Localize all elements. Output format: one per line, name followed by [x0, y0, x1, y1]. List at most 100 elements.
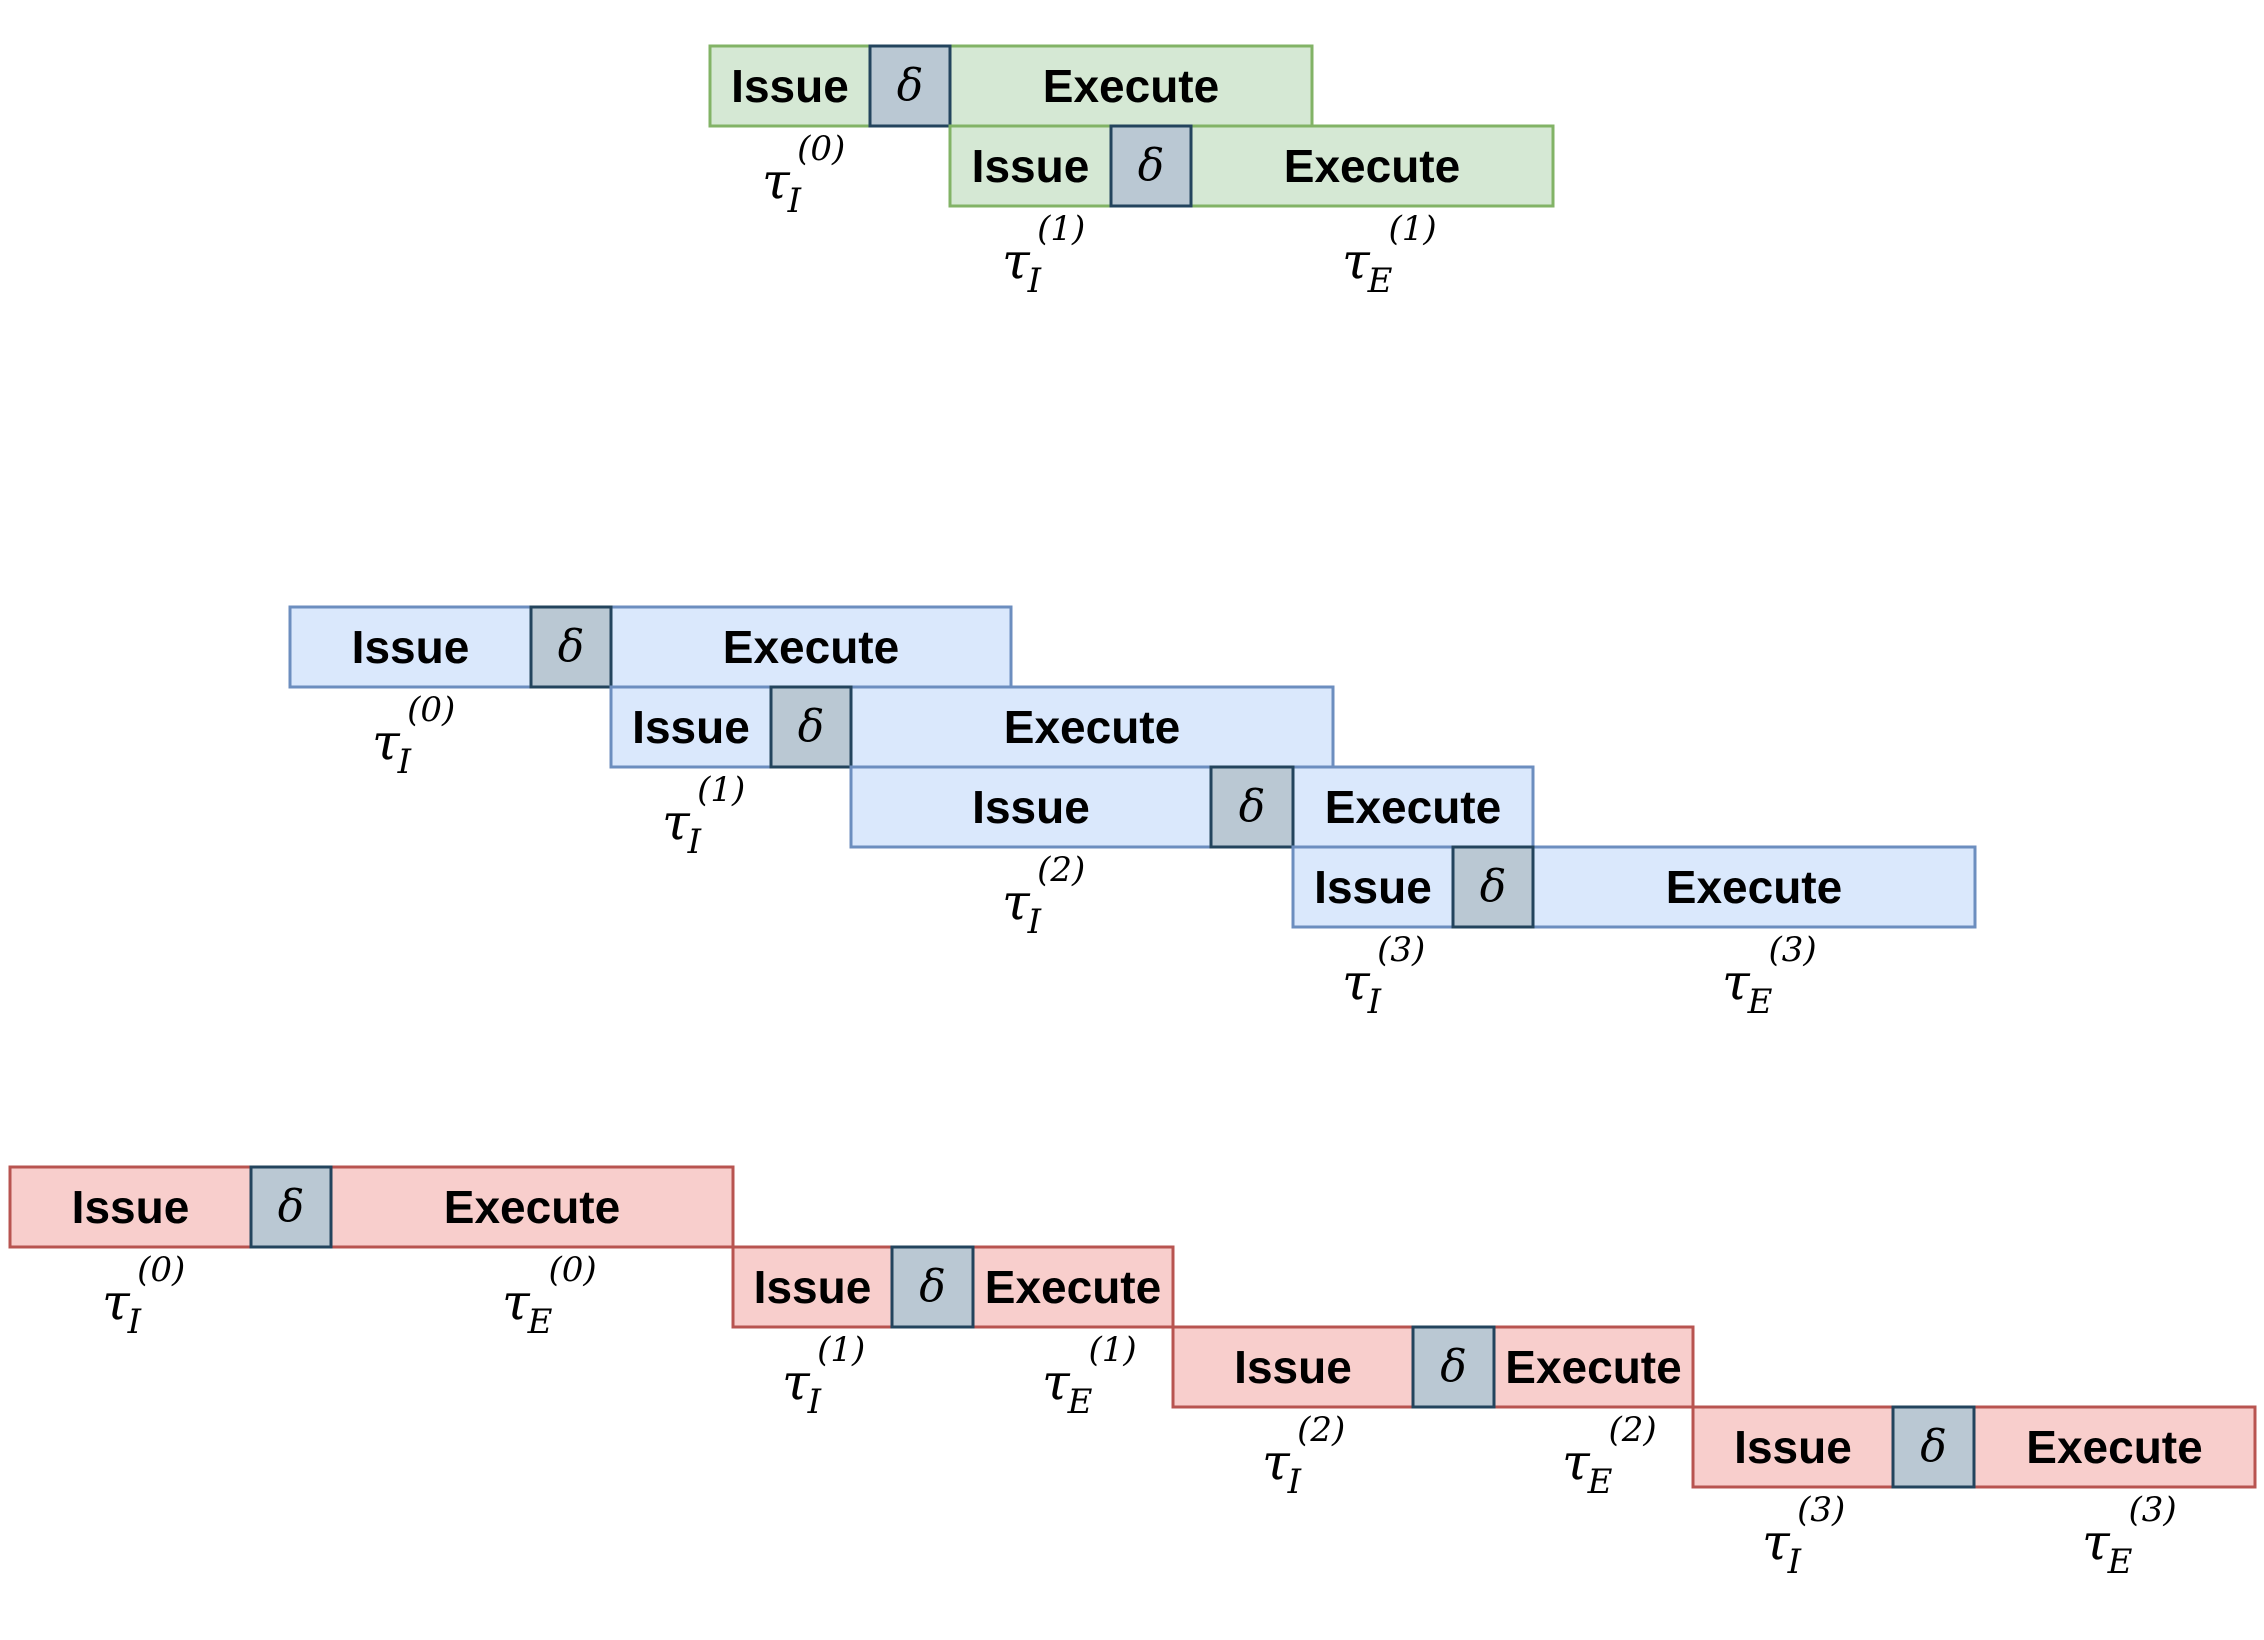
issue-time-label: τI(0): [372, 690, 455, 782]
execute-time-label: τE(2): [1562, 1410, 1657, 1502]
delay-box-label: δ: [919, 1261, 946, 1312]
execute-box: Execute: [1972, 1405, 2257, 1489]
issue-time-label: τI(0): [762, 129, 845, 221]
execute-box: Execute: [1492, 1325, 1695, 1409]
execute-box-label: Execute: [1004, 701, 1180, 753]
delay-box-label: δ: [278, 1181, 305, 1232]
issue-box-rect: [609, 685, 773, 769]
issue-box: Issue: [1171, 1325, 1415, 1409]
execute-box-rect: [1492, 1325, 1695, 1409]
issue-box-rect: [1291, 845, 1455, 929]
delay-box: δ: [249, 1165, 333, 1249]
execute-box-label: Execute: [444, 1181, 620, 1233]
issue-box: Issue: [708, 44, 872, 128]
issue-box-label: Issue: [731, 60, 849, 112]
pipeline-blue-row-3: Issue Execute δ τI(3) τE(3): [1291, 845, 1977, 1022]
execute-box-rect: [1531, 845, 1977, 929]
delay-box: δ: [1411, 1325, 1496, 1409]
delay-box: δ: [1109, 124, 1193, 208]
delay-box: δ: [529, 605, 613, 689]
pipeline-blue-row-0: Issue Execute δ τI(0): [288, 605, 1013, 782]
execute-box-rect: [849, 685, 1335, 769]
delay-box-rect: [529, 605, 613, 689]
issue-time-label: τI(0): [102, 1250, 185, 1342]
delay-box-label: δ: [558, 621, 585, 672]
issue-box: Issue: [1691, 1405, 1895, 1489]
execute-box: Execute: [971, 1245, 1175, 1329]
issue-box: Issue: [948, 124, 1113, 208]
issue-time-label: τI(3): [1762, 1490, 1845, 1582]
delay-box-rect: [1109, 124, 1193, 208]
execute-box-label: Execute: [1043, 60, 1219, 112]
issue-box: Issue: [1291, 845, 1455, 929]
issue-box-label: Issue: [1234, 1341, 1352, 1393]
delay-box: δ: [868, 44, 952, 128]
delay-box-rect: [890, 1245, 975, 1329]
execute-box: Execute: [948, 44, 1314, 128]
execute-box: Execute: [1189, 124, 1555, 208]
execute-box-label: Execute: [2026, 1421, 2202, 1473]
execute-box-rect: [609, 605, 1013, 689]
execute-box-label: Execute: [1505, 1341, 1681, 1393]
issue-box-label: Issue: [72, 1181, 190, 1233]
issue-box-rect: [948, 124, 1113, 208]
delay-box: δ: [1891, 1405, 1976, 1489]
pipeline-green-row-1: Issue Execute δ τI(1) τE(1): [948, 124, 1555, 301]
execute-time-label: τE(3): [1722, 930, 1817, 1022]
delay-box-rect: [249, 1165, 333, 1249]
delay-box-label: δ: [1138, 140, 1165, 191]
execute-box-label: Execute: [985, 1261, 1161, 1313]
execute-box-label: Execute: [1666, 861, 1842, 913]
issue-time-label: τI(3): [1342, 930, 1425, 1022]
issue-box-label: Issue: [352, 621, 470, 673]
execute-box-label: Execute: [1284, 140, 1460, 192]
issue-box: Issue: [288, 605, 533, 689]
issue-box-rect: [288, 605, 533, 689]
pipeline-red-row-3: Issue Execute δ τI(3) τE(3): [1691, 1405, 2257, 1582]
execute-box-label: Execute: [723, 621, 899, 673]
execute-box-rect: [329, 1165, 735, 1249]
issue-box-rect: [708, 44, 872, 128]
delay-box-label: δ: [1480, 861, 1507, 912]
pipeline-green-row-0: Issue Execute δ τI(0): [708, 44, 1314, 221]
delay-box: δ: [890, 1245, 975, 1329]
issue-box-label: Issue: [972, 781, 1090, 833]
issue-time-label: τI(2): [1262, 1410, 1345, 1502]
delay-box-label: δ: [1239, 781, 1266, 832]
delay-box: δ: [1451, 845, 1535, 929]
execute-time-label: τE(3): [2082, 1490, 2177, 1582]
delay-box: δ: [1209, 765, 1295, 849]
delay-box-rect: [1451, 845, 1535, 929]
issue-time-label: τI(1): [662, 770, 745, 862]
execute-box: Execute: [1531, 845, 1977, 929]
issue-box-label: Issue: [1314, 861, 1432, 913]
delay-box-rect: [1891, 1405, 1976, 1489]
pipeline-blue-row-2: Issue Execute δ τI(2): [849, 765, 1535, 942]
delay-box-rect: [868, 44, 952, 128]
delay-box-label: δ: [798, 701, 825, 752]
execute-box-rect: [948, 44, 1314, 128]
execute-box: Execute: [849, 685, 1335, 769]
issue-box-label: Issue: [632, 701, 750, 753]
issue-time-label: τI(2): [1002, 850, 1085, 942]
delay-box-label: δ: [1920, 1421, 1947, 1472]
delay-box-rect: [769, 685, 853, 769]
delay-box-rect: [1411, 1325, 1496, 1409]
execute-box-rect: [1972, 1405, 2257, 1489]
issue-box: Issue: [8, 1165, 253, 1249]
issue-time-label: τI(1): [1002, 209, 1085, 301]
issue-box: Issue: [609, 685, 773, 769]
execute-box: Execute: [1291, 765, 1535, 849]
issue-box: Issue: [849, 765, 1213, 849]
delay-box-label: δ: [897, 60, 924, 111]
execute-box: Execute: [329, 1165, 735, 1249]
execute-time-label: τE(1): [1342, 209, 1437, 301]
issue-box-label: Issue: [972, 140, 1090, 192]
